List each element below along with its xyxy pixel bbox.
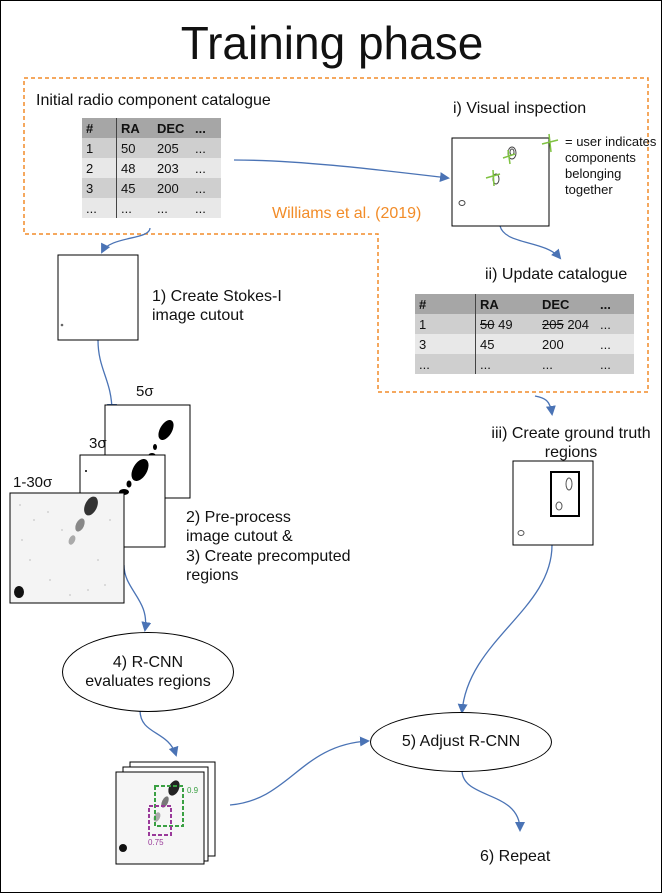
new-ra-value: 49 [498,316,513,332]
table-cell: 3 [415,334,476,354]
ground-truth-sources [517,477,573,536]
table-cell: 205 [153,138,191,158]
table-header-cell: RA [116,118,153,138]
arrow-catalogue-to-cutout [101,227,151,254]
sigma-5-label: 5σ [136,383,154,400]
table-row: 2 48 203 ... [82,158,221,178]
table-cell: 45 [116,178,153,198]
arrow-adjust-to-repeat [461,769,525,832]
table-cell: 200 [538,334,596,354]
table-cell: ... [475,354,538,374]
ground-truth-image [512,460,594,546]
table-cell: 1 [415,314,476,334]
arrow-update-to-groundtruth [534,395,556,416]
step3-label: 3) Create precomputed regions [186,548,351,584]
updated-catalogue-table: # RA DEC ... 1 50 49 205 204 ... 3 45 20… [415,294,634,374]
purple-score: 0.75 [148,838,164,847]
table-cell: ... [596,314,634,334]
old-ra-value: 50 [480,316,495,332]
table-cell: ... [596,334,634,354]
table-cell: ... [191,178,221,198]
table-cell: 48 [116,158,153,178]
stokes-cutout-image [57,254,139,341]
table-cell: 2 [82,158,117,178]
table-cell-ra: 50 49 [475,314,538,334]
ground-truth-label: iii) Create ground truth regions [491,425,651,461]
legend-cross-icon [541,133,559,153]
inspection-image [451,137,550,227]
table-row: 1 50 49 205 204 ... [415,314,634,334]
table-row: ... ... ... ... [82,198,221,218]
arrow-cutout-to-preprocess [97,339,117,414]
new-dec-value: 204 [567,316,590,332]
table-row: 3 45 200 ... [82,178,221,198]
table-header-cell: RA [475,294,538,314]
step5-label: 5) Adjust R-CNN [401,733,521,750]
green-score: 0.9 [187,786,199,795]
table-cell: ... [82,198,117,218]
table-cell: ... [116,198,153,218]
update-catalogue-label: ii) Update catalogue [485,266,628,283]
table-header-cell: ... [596,294,634,314]
williams-region-outline [23,77,649,393]
table-cell: 50 [116,138,153,158]
arrow-preprocess-to-rcnn [123,564,152,632]
arrow-catalogue-to-inspection [233,159,450,183]
table-header-cell: DEC [538,294,596,314]
image-1-30sigma-sources [14,496,98,598]
inspection-cross-marks [485,149,516,187]
table-cell: 3 [82,178,117,198]
step6-label: 6) Repeat [480,848,551,865]
adjust-rcnn-node: 5) Adjust R-CNN [370,712,552,772]
table-header-row: # RA DEC ... [82,118,221,138]
table-cell: ... [153,198,191,218]
table-row: 3 45 200 ... [415,334,634,354]
table-header-cell: # [82,118,117,138]
arrow-groundtruth-to-adjust [457,544,553,714]
sigma-3-label: 3σ [89,435,107,452]
table-header-row: # RA DEC ... [415,294,634,314]
table-header-cell: ... [191,118,221,138]
old-dec-value: 205 [542,316,564,332]
rcnn-evaluates-node: 4) R-CNN evaluates regions [62,632,234,712]
step1-label: 1) Create Stokes-I image cutout [152,288,282,324]
williams-label: Williams et al. (2019) [272,205,422,222]
table-row: 1 50 205 ... [82,138,221,158]
user-note: = user indicates components belonging to… [565,134,657,197]
evaluated-image [115,771,205,865]
purple-detection-box [148,805,172,836]
table-cell: ... [191,138,221,158]
table-row: ... ... ... ... [415,354,634,374]
table-cell: 45 [475,334,538,354]
table-header-cell: # [415,294,476,314]
step4-label: 4) R-CNN evaluates regions [85,654,211,690]
arrow-evaluated-to-adjust [229,736,370,806]
image-1-30sigma [9,492,125,604]
catalogue-label: Initial radio component catalogue [36,92,271,109]
arrow-rcnn-to-evaluated [139,709,179,757]
page-title: Training phase [180,17,484,69]
initial-catalogue-table: # RA DEC ... 1 50 205 ... 2 48 203 ... 3… [82,118,221,218]
table-cell: ... [415,354,476,374]
table-cell: ... [538,354,596,374]
table-cell: ... [191,198,221,218]
arrow-inspection-to-update [499,225,562,260]
table-cell: ... [596,354,634,374]
image-1-30sigma-texture [19,504,111,596]
table-cell: 203 [153,158,191,178]
table-cell: ... [191,158,221,178]
step2-label: 2) Pre-process image cutout & [186,509,293,545]
table-cell: 1 [82,138,117,158]
visual-inspection-label: i) Visual inspection [453,100,587,117]
ground-truth-box [550,471,580,517]
sigma-1-30-label: 1-30σ [13,474,53,491]
table-header-cell: DEC [153,118,191,138]
table-cell-dec: 205 204 [538,314,596,334]
cutout-source-dot [60,323,64,327]
table-cell: 200 [153,178,191,198]
